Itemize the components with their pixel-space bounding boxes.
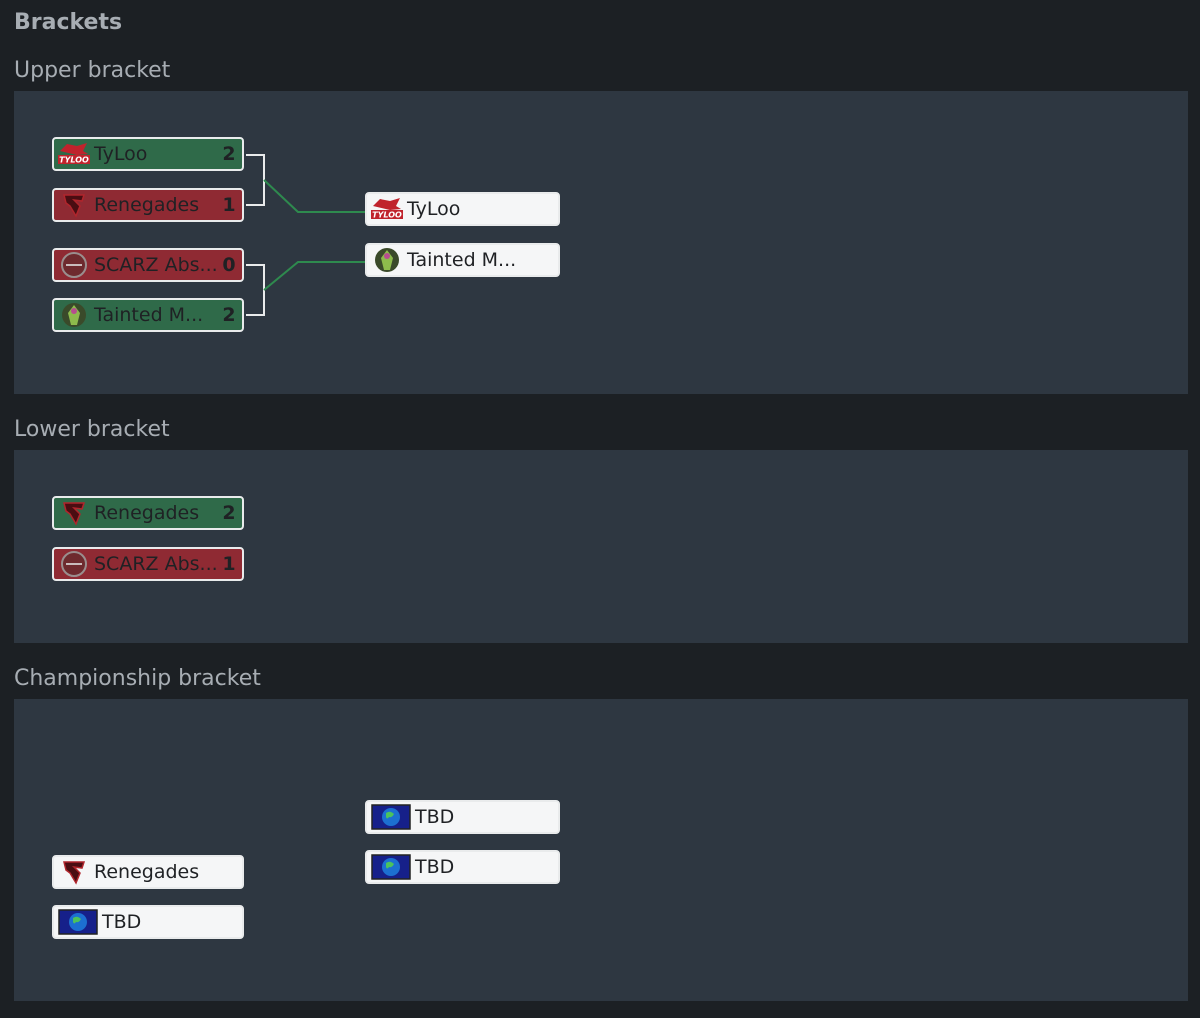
championship-r1-team-1[interactable]: Renegades bbox=[52, 855, 244, 889]
globe-icon bbox=[369, 853, 413, 881]
lower-r1-team-1[interactable]: Renegades 2 bbox=[52, 496, 244, 530]
upper-r1-team-2[interactable]: Renegades 1 bbox=[52, 188, 244, 222]
tyloo-logo-icon: TYLOO bbox=[56, 140, 92, 168]
scarz-logo-icon bbox=[56, 251, 92, 279]
renegades-logo-icon bbox=[56, 191, 92, 219]
championship-bracket-panel bbox=[14, 699, 1188, 1001]
upper-bracket-label: Upper bracket bbox=[14, 58, 171, 83]
renegades-logo-icon bbox=[56, 499, 92, 527]
upper-r1-team-1[interactable]: TYLOO TyLoo 2 bbox=[52, 137, 244, 171]
team-score: 2 bbox=[222, 502, 236, 524]
lower-r1-team-2[interactable]: SCARZ Abs... 1 bbox=[52, 547, 244, 581]
team-name: TBD bbox=[102, 911, 142, 933]
svg-text:TYLOO: TYLOO bbox=[59, 156, 89, 165]
renegades-logo-icon bbox=[56, 858, 92, 886]
svg-text:TYLOO: TYLOO bbox=[372, 211, 402, 220]
team-score: 1 bbox=[222, 553, 236, 575]
upper-r2-team-2[interactable]: Tainted M... bbox=[365, 243, 560, 277]
championship-r2-team-2[interactable]: TBD bbox=[365, 850, 560, 884]
team-name: TBD bbox=[415, 806, 455, 828]
upper-r1-team-3[interactable]: SCARZ Abs... 0 bbox=[52, 248, 244, 282]
page-title: Brackets bbox=[14, 10, 123, 35]
tainted-minds-logo-icon bbox=[369, 246, 405, 274]
tainted-minds-logo-icon bbox=[56, 301, 92, 329]
team-name: Renegades bbox=[94, 502, 200, 524]
lower-bracket-label: Lower bracket bbox=[14, 417, 170, 442]
team-score: 0 bbox=[222, 254, 236, 276]
upper-r2-team-1[interactable]: TYLOO TyLoo bbox=[365, 192, 560, 226]
team-name: TBD bbox=[415, 856, 455, 878]
globe-icon bbox=[56, 908, 100, 936]
championship-r2-team-1[interactable]: TBD bbox=[365, 800, 560, 834]
tyloo-logo-icon: TYLOO bbox=[369, 195, 405, 223]
team-name: TyLoo bbox=[94, 143, 148, 165]
scarz-logo-icon bbox=[56, 550, 92, 578]
championship-bracket-label: Championship bracket bbox=[14, 666, 261, 691]
team-name: SCARZ Abs... bbox=[94, 254, 216, 276]
globe-icon bbox=[369, 803, 413, 831]
team-score: 2 bbox=[222, 304, 236, 326]
team-name: SCARZ Abs... bbox=[94, 553, 216, 575]
team-score: 1 bbox=[222, 194, 236, 216]
team-name: Tainted M... bbox=[94, 304, 204, 326]
team-score: 2 bbox=[222, 143, 236, 165]
team-name: Renegades bbox=[94, 861, 200, 883]
team-name: Tainted M... bbox=[407, 249, 517, 271]
upper-r1-team-4[interactable]: Tainted M... 2 bbox=[52, 298, 244, 332]
team-name: Renegades bbox=[94, 194, 200, 216]
lower-bracket-panel bbox=[14, 450, 1188, 643]
team-name: TyLoo bbox=[407, 198, 461, 220]
championship-r1-team-2[interactable]: TBD bbox=[52, 905, 244, 939]
